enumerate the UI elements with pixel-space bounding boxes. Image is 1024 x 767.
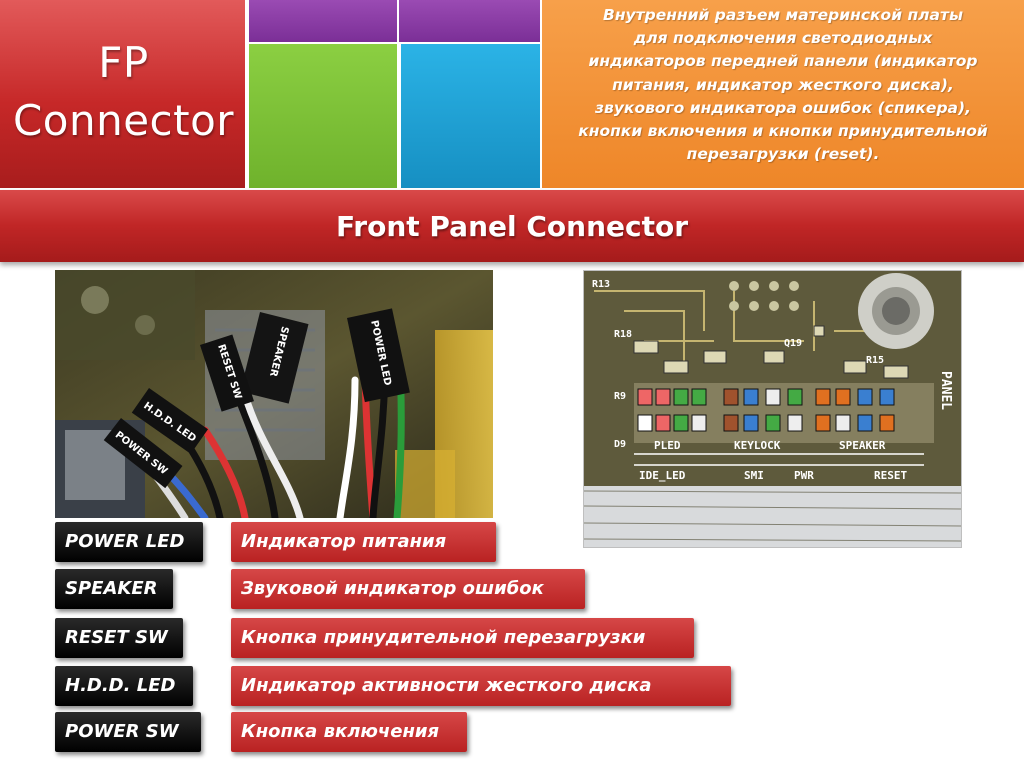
legend-meaning-reset-sw: Кнопка принудительной перезагрузки [231, 618, 694, 658]
legend-code-hdd-led: H.D.D. LED [55, 666, 193, 706]
legend-code-power-sw: POWER SW [55, 712, 201, 752]
silk-label-pwr: PWR [794, 469, 814, 482]
legend-meaning-power-led: Индикатор питания [231, 522, 496, 562]
silk-mark: D9 [614, 439, 626, 450]
description-line: звукового индикатора ошибок (спикера), [595, 98, 971, 117]
silk-mark: Q19 [784, 338, 802, 349]
silk-label-smi: SMI [744, 469, 764, 482]
motherboard-header-photo: R13 R18 R9 D9 Q19 R15 PLED KEYLOCK SPEAK… [583, 270, 962, 548]
silk-label-ide-led: IDE_LED [639, 469, 686, 482]
description-line: Внутренний разъем материнской платы [603, 6, 963, 24]
section-banner-title: Front Panel Connector [335, 210, 689, 243]
legend-meaning-hdd-led: Индикатор активности жесткого диска [231, 666, 731, 706]
silk-label-pled: PLED [654, 439, 681, 452]
silk-mark: R9 [614, 391, 626, 402]
description-line: перезагрузки (reset). [686, 145, 880, 164]
description-tile [542, 0, 1024, 188]
decor-tile-blue [401, 44, 540, 188]
decor-tile-green [249, 44, 399, 188]
legend-code-power-led: POWER LED [55, 522, 203, 562]
legend-meaning-power-sw: Кнопка включения [231, 712, 467, 752]
silk-label-keylock: KEYLOCK [734, 439, 781, 452]
title-tile [0, 0, 247, 188]
motherboard-header-illustration: R13 R18 R9 D9 Q19 R15 PLED KEYLOCK SPEAK… [584, 271, 961, 547]
description-text: Внутренний разъем материнской платы для … [548, 4, 1018, 166]
silk-label-panel: PANEL [938, 371, 953, 410]
legend-meaning-speaker: Звуковой индикатор ошибок [231, 569, 585, 609]
slide-title-line1: FP [98, 38, 149, 87]
silk-mark: R18 [614, 329, 632, 340]
silk-mark: R13 [592, 279, 610, 290]
slide-title: FP Connector [0, 34, 247, 150]
description-line: кнопки включения и кнопки принудительной [578, 122, 988, 141]
connector-cables-photo: POWER LED SPEAKER RESET SW H.D.D. LED PO… [55, 270, 493, 518]
section-banner [0, 190, 1024, 262]
silk-mark: R15 [866, 355, 884, 366]
legend-code-speaker: SPEAKER [55, 569, 173, 609]
description-line: индикаторов передней панели (индикатор [588, 52, 978, 71]
slide-title-line2: Connector [12, 96, 235, 145]
silk-label-reset: RESET [874, 469, 907, 482]
decor-tile-purple-left [249, 0, 399, 42]
description-line: для подключения светодиодных [633, 29, 933, 48]
description-line: питания, индикатор жесткого диска), [612, 75, 954, 94]
silk-label-speaker: SPEAKER [839, 439, 886, 452]
connector-cables-illustration: POWER LED SPEAKER RESET SW H.D.D. LED PO… [55, 270, 493, 518]
decor-tile-purple-right [399, 0, 540, 42]
legend-code-reset-sw: RESET SW [55, 618, 183, 658]
